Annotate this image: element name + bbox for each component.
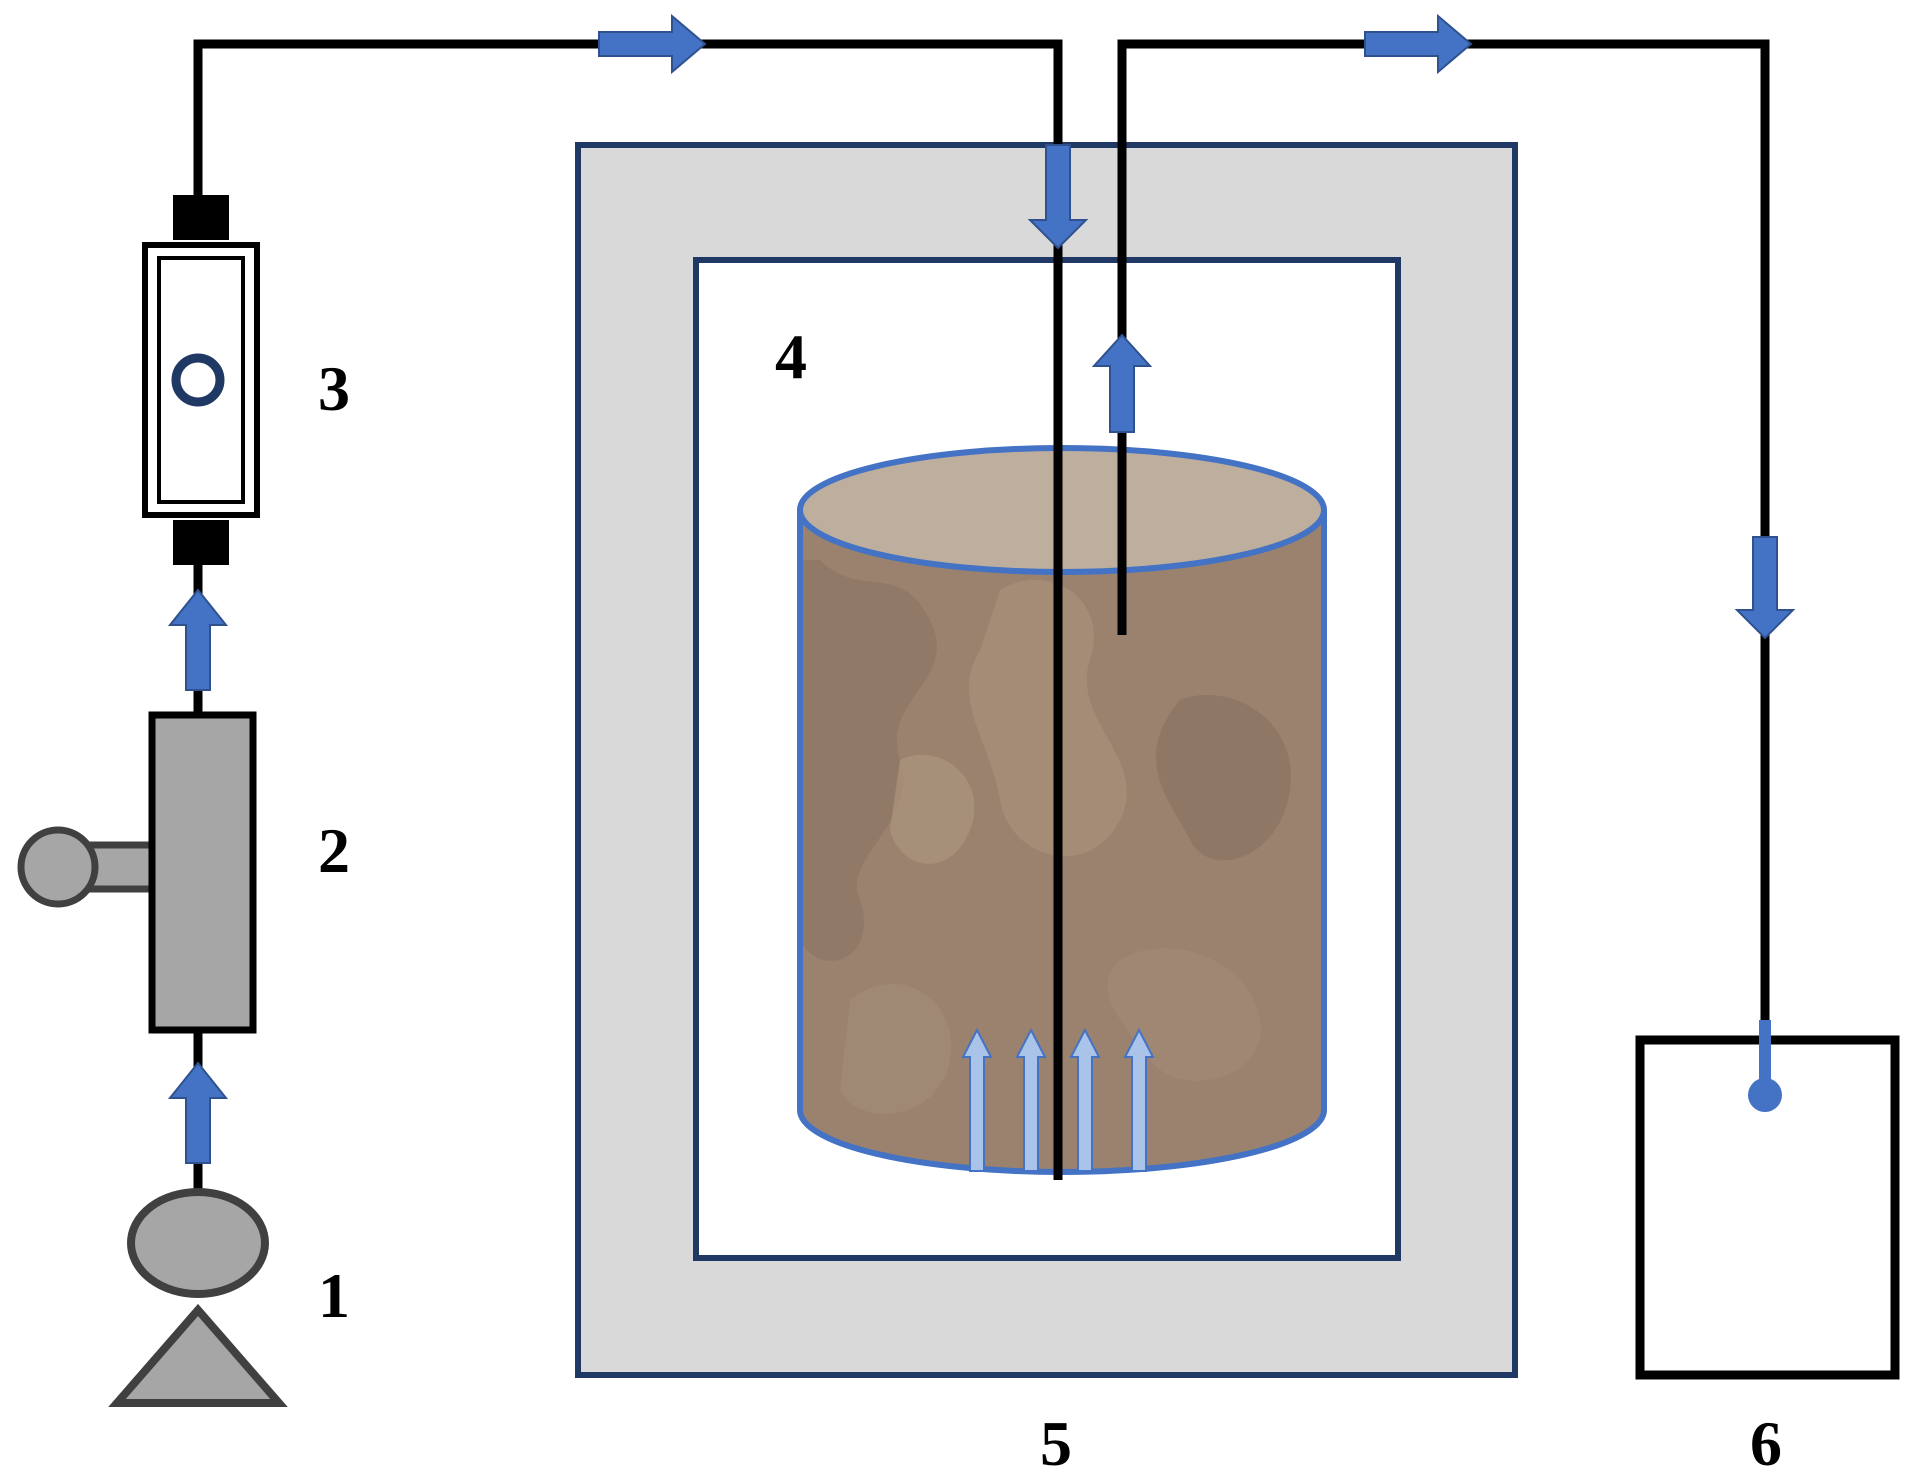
label-collector: 6 bbox=[1750, 1408, 1782, 1479]
label-flowmeter: 3 bbox=[318, 353, 350, 424]
up-flow-arrow bbox=[167, 588, 229, 691]
regulator bbox=[17, 711, 257, 1034]
up-flow-arrow bbox=[1123, 1027, 1155, 1172]
flowmeter-bottom-cap bbox=[173, 520, 229, 565]
gas-source-tank bbox=[127, 1188, 269, 1298]
gas-cylinder-icon bbox=[108, 1303, 288, 1407]
right-flow-arrow bbox=[1364, 13, 1473, 75]
label-gas-source: 1 bbox=[318, 1260, 350, 1331]
regulator-knob bbox=[17, 826, 99, 908]
up-flow-arrow bbox=[1069, 1027, 1101, 1172]
gas-source bbox=[108, 1188, 288, 1407]
up-flow-arrow bbox=[167, 1061, 229, 1164]
collector bbox=[1635, 1020, 1900, 1380]
down-flow-arrow bbox=[1027, 144, 1089, 250]
upward-gas-flow-arrows bbox=[961, 1027, 1155, 1172]
flowmeter-float bbox=[171, 353, 225, 407]
label-chamber: 5 bbox=[1040, 1408, 1072, 1479]
label-sample-column: 4 bbox=[775, 321, 807, 392]
collector-inlet-tip bbox=[1748, 1078, 1782, 1112]
up-flow-arrow bbox=[1015, 1027, 1047, 1172]
flow-direction-arrows bbox=[167, 13, 1796, 1164]
column-texture bbox=[800, 560, 1291, 1114]
down-flow-arrow bbox=[1734, 536, 1796, 640]
right-flow-arrow bbox=[598, 13, 707, 75]
flowmeter-top-cap bbox=[173, 195, 229, 240]
up-flow-arrow bbox=[1091, 333, 1153, 433]
pressure-regulator-icon bbox=[148, 711, 257, 1034]
label-regulator: 2 bbox=[318, 815, 350, 886]
flowmeter bbox=[142, 195, 260, 565]
component-labels: 1 2 3 4 5 6 bbox=[318, 321, 1782, 1479]
up-flow-arrow bbox=[961, 1027, 993, 1172]
